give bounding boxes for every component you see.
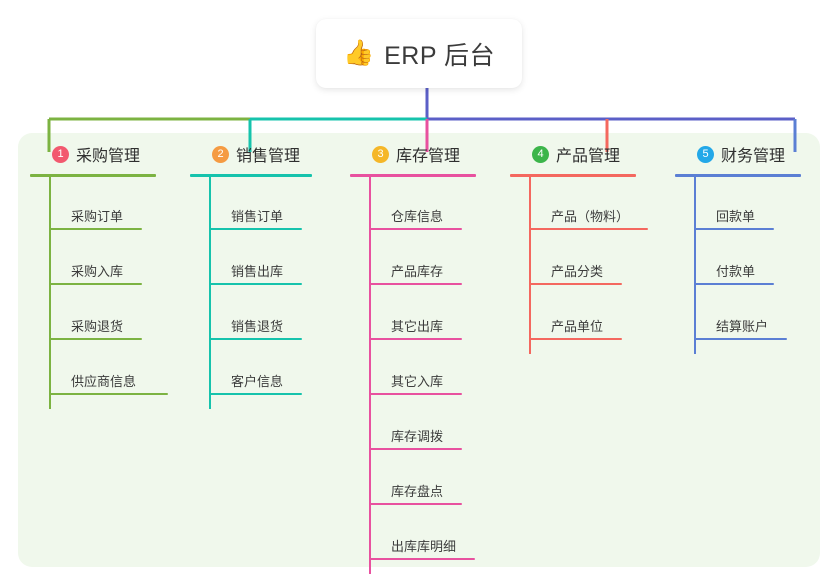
branch-item-label: 产品库存 xyxy=(391,264,444,279)
branch-title: 产品管理 xyxy=(556,148,621,165)
branch-header-rule xyxy=(190,174,312,177)
branch-item[interactable]: 产品（物料） xyxy=(529,200,648,230)
branch-item-label: 销售订单 xyxy=(231,209,284,224)
branch-item-label: 仓库信息 xyxy=(391,209,444,224)
branch-item-rule xyxy=(49,283,142,285)
branch-item-label: 供应商信息 xyxy=(71,374,137,389)
branch-title: 库存管理 xyxy=(396,148,461,165)
branch-item-rule xyxy=(49,228,142,230)
branch-header-rule xyxy=(30,174,156,177)
branch-item-rule xyxy=(694,338,787,340)
branch-item-label: 销售退货 xyxy=(231,319,284,334)
branch-item-label: 采购订单 xyxy=(71,209,124,224)
branch-item-label: 产品（物料） xyxy=(551,209,630,224)
branch-number-badge: 5 xyxy=(697,145,714,163)
branch-title: 销售管理 xyxy=(236,148,301,165)
branch-item[interactable]: 库存调拨 xyxy=(369,420,462,450)
branch-item[interactable]: 采购订单 xyxy=(49,200,142,230)
branch-item-rule xyxy=(369,393,462,395)
branch-column-2: 2 销售管理销售订单销售出库销售退货客户信息 xyxy=(190,142,312,409)
branch-item[interactable]: 仓库信息 xyxy=(369,200,462,230)
branch-title: 采购管理 xyxy=(76,148,141,165)
branch-item[interactable]: 产品库存 xyxy=(369,255,462,285)
branch-item[interactable]: 产品分类 xyxy=(529,255,622,285)
branch-column-5: 5 财务管理回款单付款单结算账户 xyxy=(675,142,801,354)
branch-column-1: 1 采购管理采购订单采购入库采购退货供应商信息 xyxy=(30,142,168,409)
branch-item-rule xyxy=(209,393,302,395)
branch-item-label: 销售出库 xyxy=(231,264,284,279)
branch-item-rule xyxy=(369,228,462,230)
branch-item-label: 客户信息 xyxy=(231,374,284,389)
branch-item-rule xyxy=(369,503,462,505)
branch-item-rule xyxy=(49,393,168,395)
branch-header-rule xyxy=(675,174,801,177)
branch-header-2[interactable]: 2 销售管理 xyxy=(190,142,300,166)
branch-header-rule xyxy=(350,174,476,177)
branch-item[interactable]: 结算账户 xyxy=(694,310,787,340)
branch-item-rule xyxy=(529,283,622,285)
branch-item-rule xyxy=(369,338,462,340)
branch-item-label: 采购退货 xyxy=(71,319,124,334)
branch-item-label: 其它入库 xyxy=(391,374,444,389)
branch-item-rule xyxy=(209,338,302,340)
branch-header-rule xyxy=(510,174,636,177)
branch-header-4[interactable]: 4 产品管理 xyxy=(510,142,620,166)
branch-spine xyxy=(49,176,51,409)
branch-spine xyxy=(694,176,696,354)
branch-item[interactable]: 库存盘点 xyxy=(369,475,462,505)
branch-column-3: 3 库存管理仓库信息产品库存其它出库其它入库库存调拨库存盘点出库库明细 xyxy=(350,142,476,574)
branch-number-badge: 3 xyxy=(372,145,389,163)
branch-spine xyxy=(369,176,371,574)
branch-item-label: 库存调拨 xyxy=(391,429,444,444)
branch-item[interactable]: 客户信息 xyxy=(209,365,302,395)
branch-item[interactable]: 产品单位 xyxy=(529,310,622,340)
branch-spine xyxy=(209,176,211,409)
branch-spine xyxy=(529,176,531,354)
branch-item-label: 付款单 xyxy=(716,264,756,279)
branch-item-label: 产品分类 xyxy=(551,264,604,279)
branch-item-rule xyxy=(369,558,475,560)
branch-item[interactable]: 其它出库 xyxy=(369,310,462,340)
thumbs-up-icon: 👍 xyxy=(342,39,375,67)
branch-item-label: 产品单位 xyxy=(551,319,604,334)
branches-panel xyxy=(18,133,820,567)
branch-item[interactable]: 销售出库 xyxy=(209,255,302,285)
branch-column-4: 4 产品管理产品（物料） 产品分类产品单位 xyxy=(510,142,648,354)
branch-item[interactable]: 回款单 xyxy=(694,200,774,230)
branch-header-1[interactable]: 1 采购管理 xyxy=(30,142,140,166)
branch-item[interactable]: 其它入库 xyxy=(369,365,462,395)
branch-item-rule xyxy=(529,338,622,340)
branch-item-label: 出库库明细 xyxy=(391,539,457,554)
branch-number-badge: 1 xyxy=(52,145,69,163)
branch-number-badge: 4 xyxy=(532,145,549,163)
branch-item-rule xyxy=(49,338,142,340)
branch-item-label: 采购入库 xyxy=(71,264,124,279)
branch-item[interactable]: 出库库明细 xyxy=(369,530,475,560)
branch-item[interactable]: 供应商信息 xyxy=(49,365,168,395)
root-title: ERP 后台 xyxy=(384,41,496,70)
branch-item-rule xyxy=(694,283,774,285)
branch-item[interactable]: 付款单 xyxy=(694,255,774,285)
branch-item-rule xyxy=(694,228,774,230)
branch-item-rule xyxy=(209,228,302,230)
branch-item[interactable]: 采购退货 xyxy=(49,310,142,340)
branch-item-rule xyxy=(529,228,648,230)
branch-item-label: 库存盘点 xyxy=(391,484,444,499)
branch-item-label: 结算账户 xyxy=(716,319,769,334)
branch-item[interactable]: 销售订单 xyxy=(209,200,302,230)
branch-item-rule xyxy=(369,448,462,450)
branch-item[interactable]: 销售退货 xyxy=(209,310,302,340)
branch-item-rule xyxy=(369,283,462,285)
branch-header-5[interactable]: 5 财务管理 xyxy=(675,142,785,166)
branch-title: 财务管理 xyxy=(721,148,786,165)
root-node[interactable]: 👍 ERP 后台 xyxy=(316,19,522,88)
branch-number-badge: 2 xyxy=(212,145,229,163)
branch-item-rule xyxy=(209,283,302,285)
branch-item-label: 回款单 xyxy=(716,209,756,224)
branch-item-label: 其它出库 xyxy=(391,319,444,334)
branch-item[interactable]: 采购入库 xyxy=(49,255,142,285)
branch-header-3[interactable]: 3 库存管理 xyxy=(350,142,460,166)
